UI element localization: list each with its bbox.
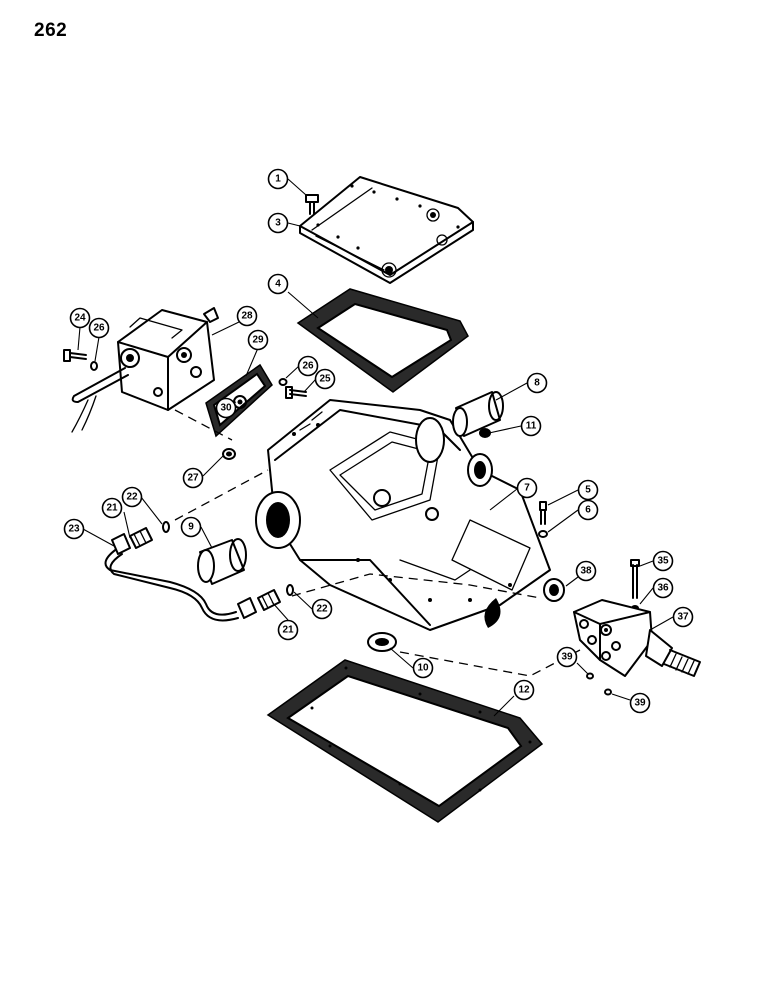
- valve-gasket: [205, 363, 273, 438]
- plug-27: [222, 448, 236, 460]
- svg-text:39: 39: [634, 698, 646, 709]
- callout-21-upper: 21: [101, 497, 123, 519]
- callout-11: 11: [520, 415, 542, 437]
- callout-25: 25: [314, 368, 336, 390]
- callout-9: 9: [180, 516, 202, 538]
- svg-text:21: 21: [106, 503, 118, 514]
- svg-text:35: 35: [657, 556, 669, 567]
- callout-10: 10: [412, 657, 434, 679]
- callout-26-center: 26: [297, 355, 319, 377]
- control-valve: [573, 599, 701, 677]
- cover-plate: [299, 176, 474, 284]
- svg-text:38: 38: [580, 566, 592, 577]
- bottom-gasket: [266, 659, 544, 823]
- o-ring-22-upper: [162, 521, 170, 533]
- callout-35: 35: [652, 550, 674, 572]
- callout-39-left: 39: [556, 646, 578, 668]
- svg-text:9: 9: [188, 522, 194, 533]
- leader-lines: [77, 178, 674, 717]
- callout-3: 3: [267, 212, 289, 234]
- svg-text:23: 23: [68, 524, 80, 535]
- svg-text:24: 24: [74, 313, 86, 324]
- callout-4: 4: [267, 273, 289, 295]
- o-ring-39-right: [604, 688, 612, 696]
- seal-38: [543, 578, 565, 602]
- bushing-9: [197, 538, 247, 585]
- svg-text:4: 4: [275, 279, 281, 290]
- callout-38-top: 38: [575, 560, 597, 582]
- washer-26-left: [90, 361, 98, 371]
- svg-text:22: 22: [126, 492, 138, 503]
- svg-text:27: 27: [187, 473, 199, 484]
- svg-text:26: 26: [302, 361, 314, 372]
- callout-26-left: 26: [88, 317, 110, 339]
- washer-26-center: [278, 378, 288, 386]
- cover-gasket: [296, 288, 469, 393]
- svg-text:3: 3: [275, 218, 281, 229]
- svg-text:12: 12: [518, 685, 530, 696]
- callout-12: 12: [513, 679, 535, 701]
- callout-30: 30: [215, 397, 237, 419]
- callout-6: 6: [577, 499, 599, 521]
- svg-text:36: 36: [657, 583, 669, 594]
- svg-text:7: 7: [524, 483, 530, 494]
- svg-text:8: 8: [534, 378, 540, 389]
- bolt-25: [285, 386, 307, 399]
- svg-text:25: 25: [319, 374, 331, 385]
- callout-22-lower: 22: [311, 598, 333, 620]
- bushing-8: [452, 391, 504, 437]
- callout-8: 8: [526, 372, 548, 394]
- callout-29: 29: [247, 329, 269, 351]
- bolt-24: [63, 349, 87, 362]
- svg-text:1: 1: [275, 174, 281, 185]
- bolt-35: [630, 559, 640, 599]
- svg-text:6: 6: [585, 505, 591, 516]
- page-number: 262: [34, 20, 68, 41]
- oil-tube: [104, 547, 239, 622]
- callout-28: 28: [236, 305, 258, 327]
- washer-6: [538, 530, 548, 538]
- callout-36: 36: [652, 577, 674, 599]
- callout-1: 1: [267, 168, 289, 190]
- callout-24: 24: [69, 307, 91, 329]
- callout-27: 27: [182, 467, 204, 489]
- callout-7: 7: [516, 477, 538, 499]
- svg-text:39: 39: [561, 652, 573, 663]
- callout-23: 23: [63, 518, 85, 540]
- bolt: [305, 194, 319, 215]
- svg-text:29: 29: [252, 335, 264, 346]
- seal-10: [367, 632, 397, 652]
- callout-22-upper: 22: [121, 486, 143, 508]
- svg-text:11: 11: [526, 421, 537, 432]
- housing: [255, 399, 551, 631]
- svg-text:21: 21: [282, 625, 294, 636]
- svg-text:10: 10: [417, 663, 429, 674]
- bolt-5: [539, 501, 547, 525]
- svg-text:26: 26: [93, 323, 105, 334]
- callout-37: 37: [672, 606, 694, 628]
- svg-text:22: 22: [316, 604, 328, 615]
- valve-body: [71, 307, 219, 433]
- svg-text:5: 5: [585, 485, 591, 496]
- o-ring-39-left: [586, 672, 594, 680]
- svg-text:37: 37: [677, 612, 689, 623]
- fitting-21-lower: [237, 589, 281, 619]
- svg-text:30: 30: [220, 403, 232, 414]
- callout-39-right: 39: [629, 692, 651, 714]
- plug-11: [479, 428, 491, 438]
- o-ring-22-lower: [286, 584, 294, 596]
- callout-21-lower: 21: [277, 619, 299, 641]
- callout-5: 5: [577, 479, 599, 501]
- fitting-21-upper: [111, 527, 153, 555]
- svg-text:28: 28: [241, 311, 253, 322]
